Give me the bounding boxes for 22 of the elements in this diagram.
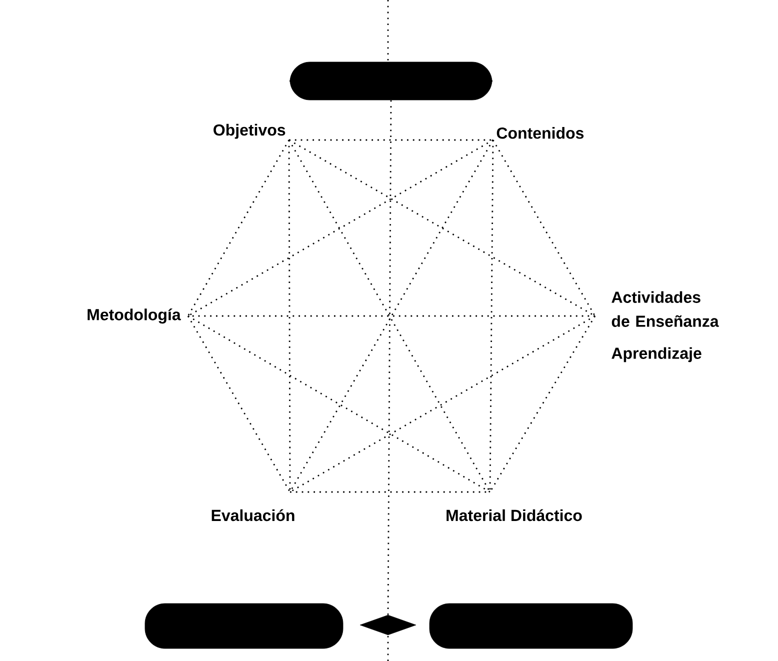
node-label: Evaluación [212, 509, 294, 522]
dotted-line [489, 316, 596, 492]
dotted-line [188, 139, 494, 317]
dotted-line [187, 140, 290, 316]
node-label: Objetivos [214, 124, 286, 139]
dotted-line [387, 100, 392, 615]
node-label: Actividades de Enseñanza Aprendizaje [612, 291, 719, 362]
dotted-line [288, 139, 596, 317]
dotted-line [290, 315, 596, 493]
dotted-line [187, 316, 291, 492]
diamond-shape [360, 614, 416, 636]
node-label: Metodología [88, 308, 181, 324]
pill-box [144, 603, 344, 649]
node-label: Contenidos [496, 127, 584, 139]
dotted-line [289, 139, 493, 141]
dotted-line [492, 140, 596, 316]
pill-box [429, 603, 633, 649]
node-label: Material Didáctico [446, 509, 582, 522]
dotted-line [288, 140, 291, 492]
dotted-line [188, 315, 490, 493]
dotted-line [489, 140, 494, 492]
pill-box [290, 62, 492, 100]
